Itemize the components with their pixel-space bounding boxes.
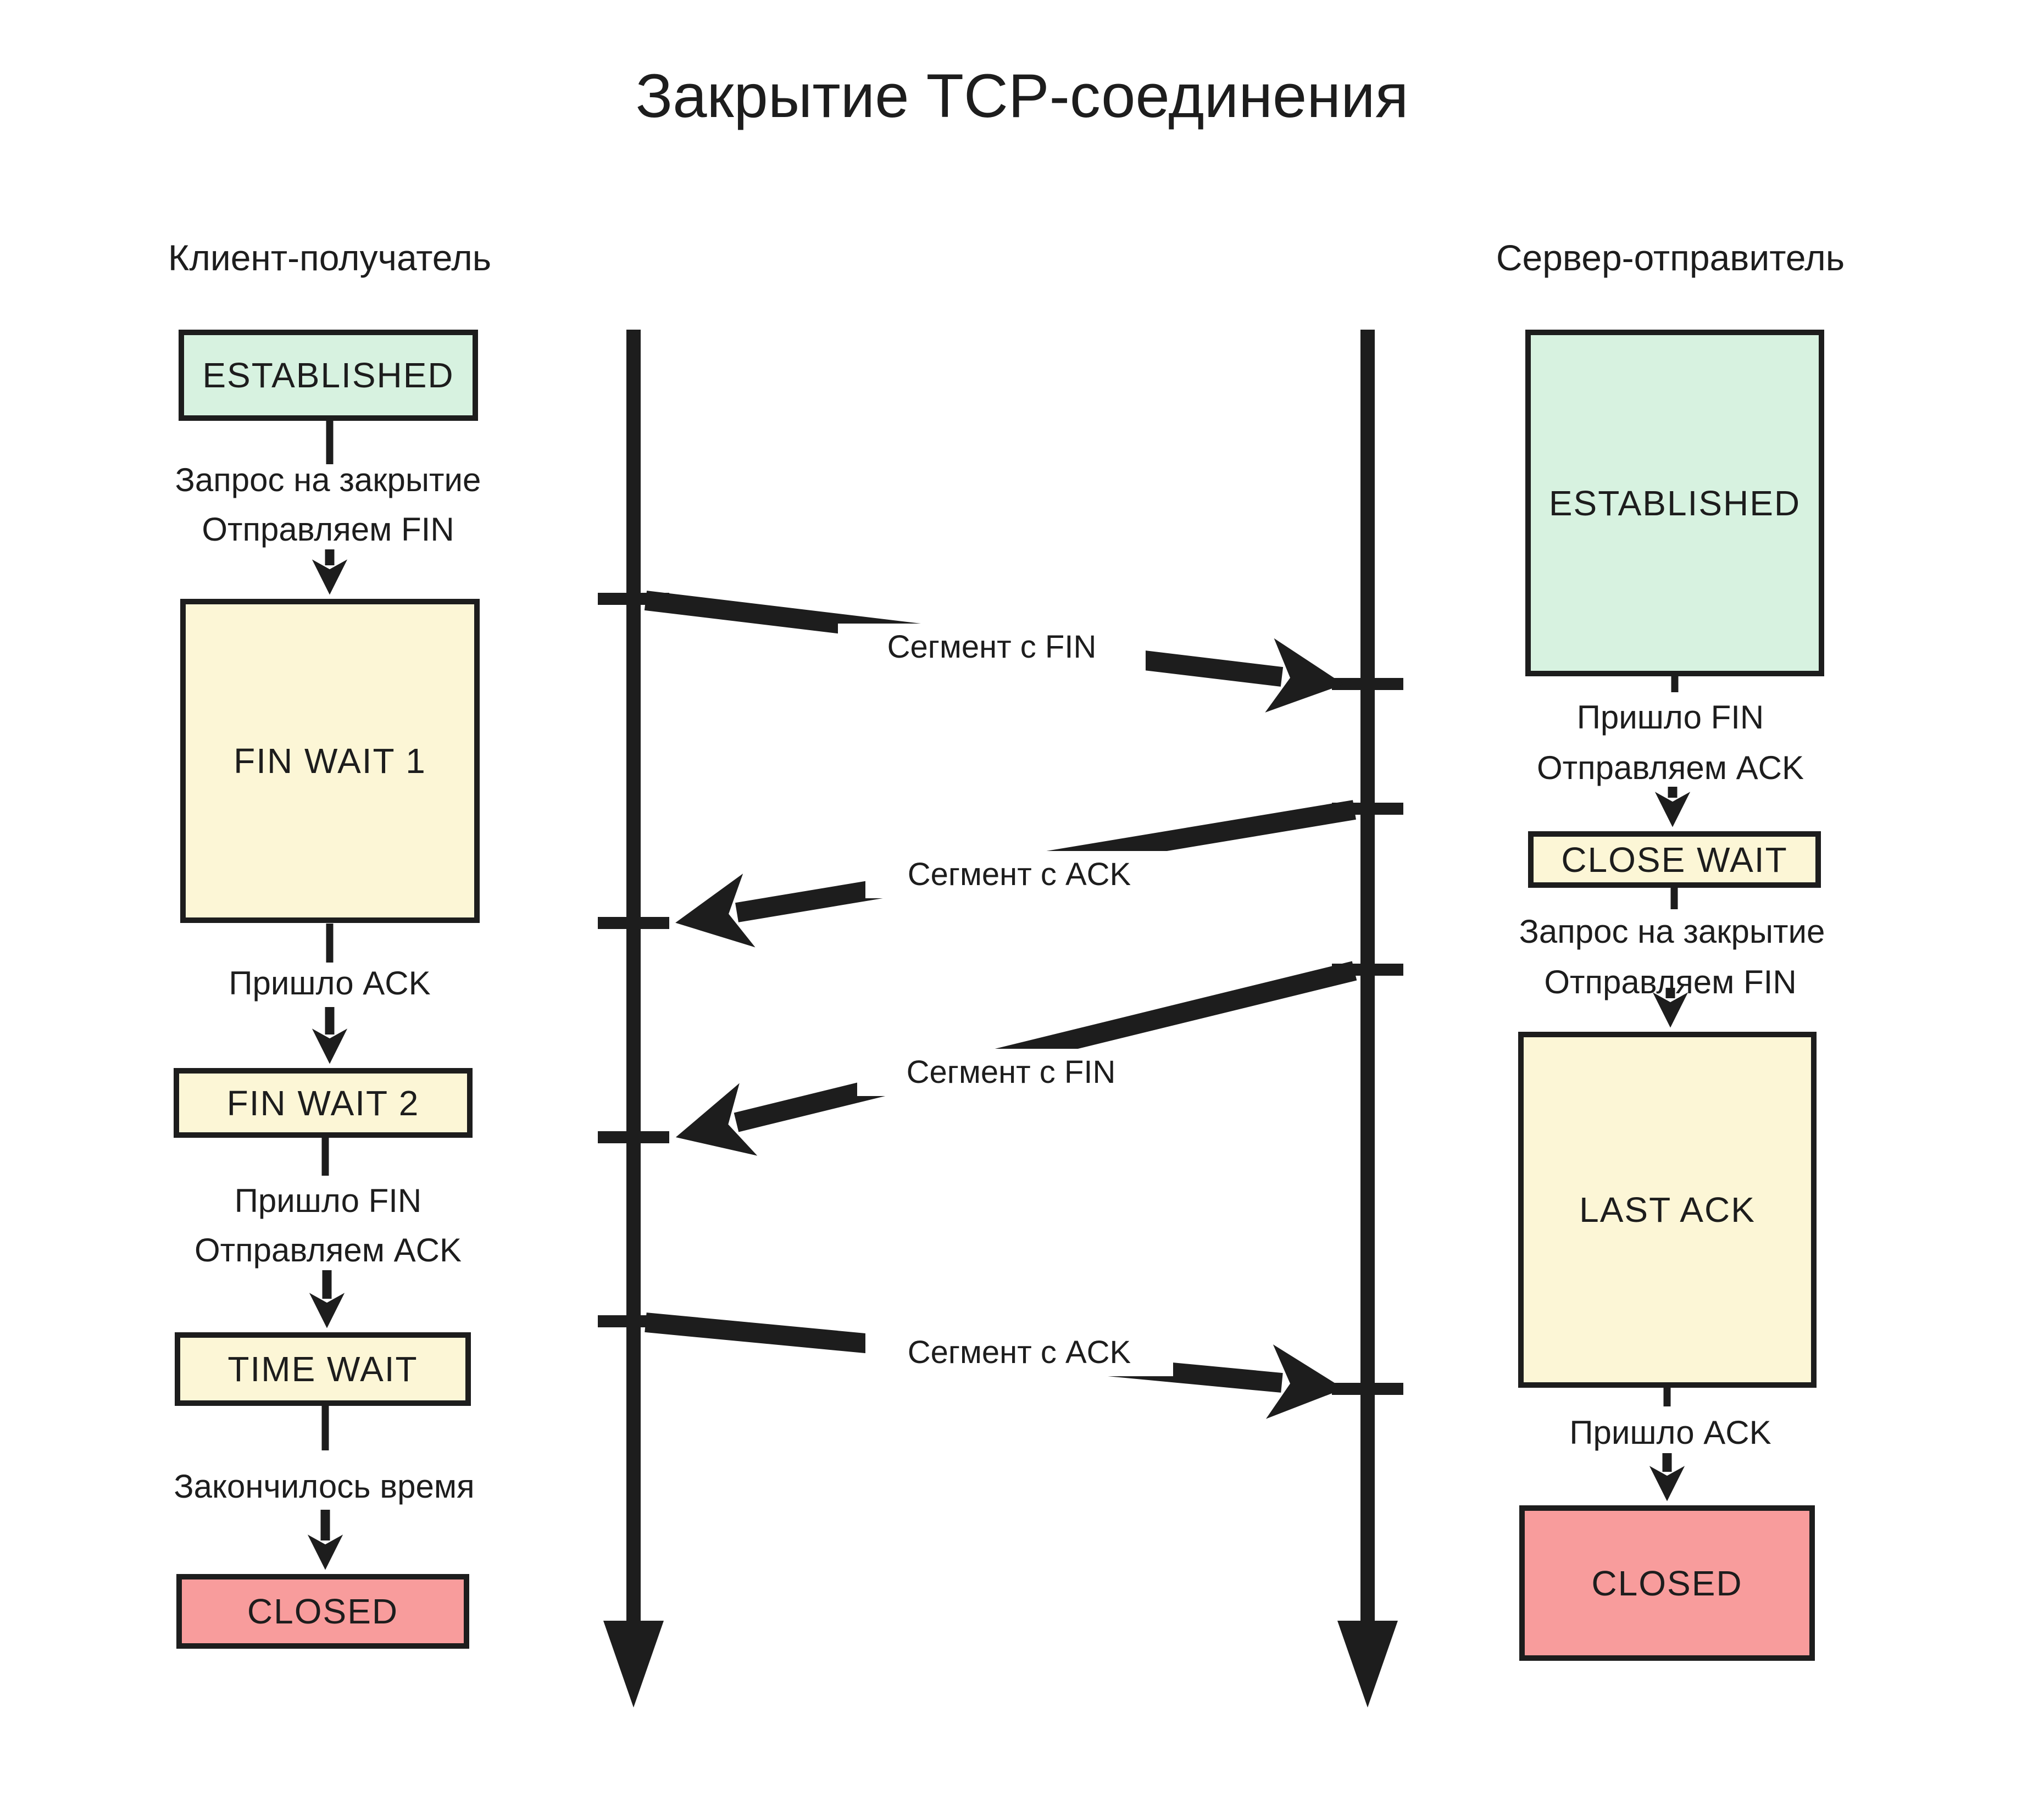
server-state-last-ack: LAST ACK — [1518, 1032, 1817, 1388]
page-title: Закрытие TCP-соединения — [635, 62, 1409, 130]
message-label-segment-ack-2: Сегмент с ACK — [865, 1329, 1173, 1376]
client-state-fin-wait-1: FIN WAIT 1 — [180, 599, 480, 923]
client-note-fin-received-line1: Пришло FIN — [234, 1182, 422, 1219]
message-label-segment-ack-1: Сегмент с ACK — [865, 851, 1173, 898]
server-note-close-request-line2: Отправляем FIN — [1544, 964, 1797, 1000]
client-note-fin-received-line2: Отправляем ACK — [194, 1232, 462, 1269]
message-label-segment-fin-2: Сегмент с FIN — [857, 1049, 1165, 1096]
client-state-time-wait: TIME WAIT — [175, 1332, 471, 1406]
server-state-close-wait: CLOSE WAIT — [1528, 831, 1821, 888]
client-note-close-request-line1: Запрос на закрытие — [175, 461, 481, 498]
client-column-header: Клиент-получатель — [168, 237, 492, 278]
server-note-fin-received-line1: Пришло FIN — [1576, 699, 1764, 736]
client-note-time-expired: Закончилось время — [174, 1468, 475, 1505]
client-state-established: ESTABLISHED — [179, 330, 478, 421]
client-note-ack-received: Пришло ACK — [229, 965, 431, 1002]
server-note-fin-received-line2: Отправляем ACK — [1536, 749, 1804, 786]
server-column-header: Сервер-отправитель — [1496, 237, 1845, 278]
client-state-closed: CLOSED — [176, 1574, 469, 1649]
server-note-close-request-line1: Запрос на закрытие — [1519, 913, 1825, 950]
client-timeline-arrowhead-icon — [603, 1621, 664, 1708]
message-arrow-fin-2 — [675, 961, 1357, 1156]
client-state-fin-wait-2: FIN WAIT 2 — [174, 1068, 473, 1138]
server-note-ack-received: Пришло ACK — [1569, 1414, 1771, 1451]
server-state-closed: CLOSED — [1519, 1505, 1815, 1661]
client-note-close-request-line2: Отправляем FIN — [202, 511, 454, 548]
server-timeline-arrowhead-icon — [1337, 1621, 1398, 1708]
message-label-segment-fin-1: Сегмент с FIN — [838, 624, 1146, 671]
server-state-established: ESTABLISHED — [1525, 330, 1824, 676]
